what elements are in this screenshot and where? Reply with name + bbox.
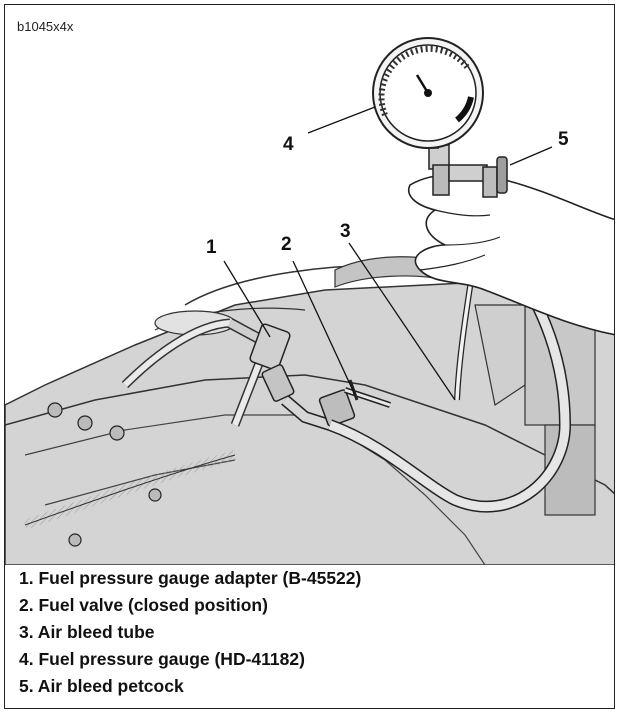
callout-2: 2 (281, 234, 292, 255)
callout-3: 3 (340, 221, 351, 242)
callout-1: 1 (206, 237, 217, 258)
pressure-gauge (372, 37, 484, 149)
legend-item-2: 2. Fuel valve (closed position) (19, 595, 268, 615)
callout-5: 5 (558, 129, 569, 150)
fuel-valve (318, 379, 391, 427)
legend-item-5: 5. Air bleed petcock (19, 676, 184, 696)
legend-list: 1. Fuel pressure gauge adapter (B-45522)… (19, 565, 361, 700)
legend-item-4: 4. Fuel pressure gauge (HD-41182) (19, 649, 305, 669)
figure-id-label: b1045x4x (17, 19, 74, 34)
callout-4: 4 (283, 134, 294, 155)
legend-item-1: 1. Fuel pressure gauge adapter (B-45522) (19, 568, 362, 588)
leader-lines (223, 106, 553, 401)
gauge-fittings (428, 144, 508, 198)
legend-item-3: 3. Air bleed tube (19, 622, 155, 642)
figure-frame: b1045x4x (4, 4, 615, 709)
gauge-adapter (249, 323, 332, 431)
illustration: 1 2 3 4 5 (5, 37, 614, 565)
